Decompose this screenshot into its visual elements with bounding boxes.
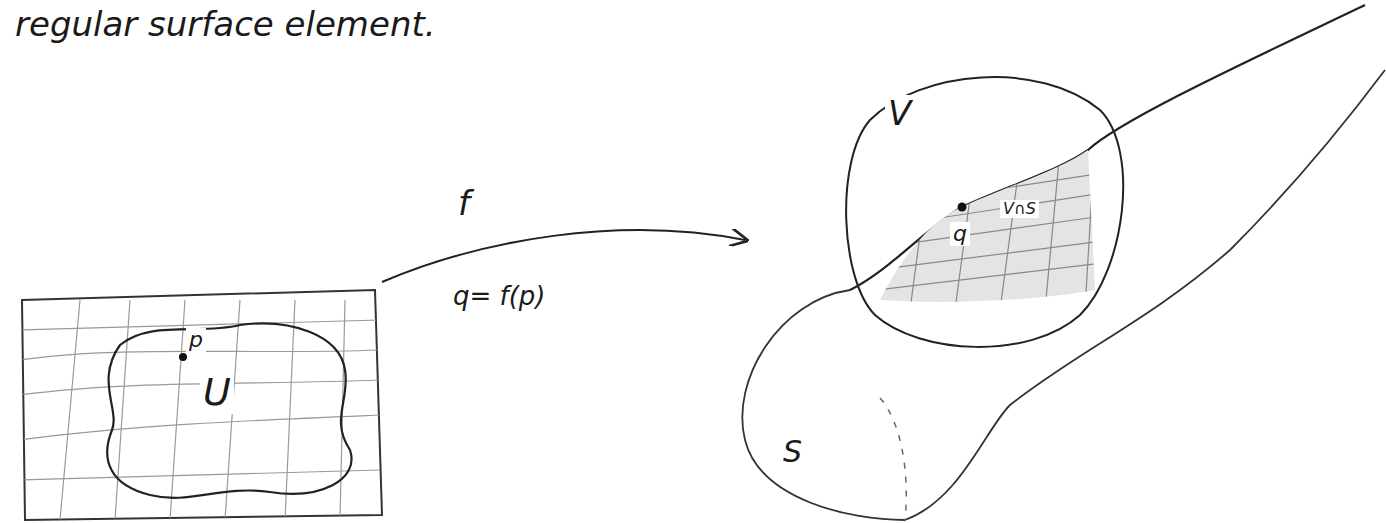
symbol-label: q= f(p)	[450, 282, 549, 311]
surface-outline	[742, 290, 905, 520]
symbol-label: p	[186, 328, 206, 352]
symbol-label: f	[455, 185, 473, 222]
symbol-label: U	[200, 372, 234, 414]
plane-grid	[20, 300, 380, 520]
hidden-contour	[880, 398, 906, 520]
symbol-label: q	[950, 222, 970, 246]
region-outline	[107, 323, 351, 497]
map-arrow	[382, 230, 745, 282]
point-dot	[179, 353, 187, 361]
symbol-label: V∩S	[1000, 200, 1039, 218]
symbol-label: S	[780, 435, 805, 468]
symbol-label: V	[885, 95, 914, 132]
note-text: regular surface element.	[12, 6, 439, 43]
point-dot	[958, 203, 967, 212]
patch-grid	[860, 140, 1110, 310]
ball-outline	[846, 77, 1123, 347]
